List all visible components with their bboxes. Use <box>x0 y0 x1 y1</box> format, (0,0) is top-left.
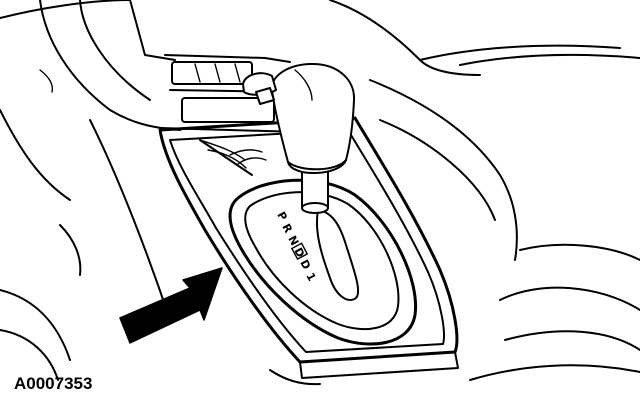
gear-position-d2: D <box>297 258 313 272</box>
gear-position-1: 1 <box>303 271 318 284</box>
dashboard-outline <box>0 0 181 201</box>
shift-gate <box>228 178 418 346</box>
gear-position-n: N <box>285 234 301 248</box>
gear-position-d-box <box>290 242 309 261</box>
shifter-bezel <box>158 116 459 386</box>
arrow-icon <box>119 267 223 344</box>
gear-position-indicator: P R N D D 1 <box>274 210 318 284</box>
shift-lever <box>301 169 329 214</box>
shift-knob <box>242 62 356 174</box>
left-seat-outline <box>0 119 171 381</box>
right-dash-outline <box>329 0 640 381</box>
figure-id-label: A0007353 <box>14 374 93 393</box>
gear-position-r: R <box>279 222 295 236</box>
gear-position-p: P <box>274 210 289 223</box>
